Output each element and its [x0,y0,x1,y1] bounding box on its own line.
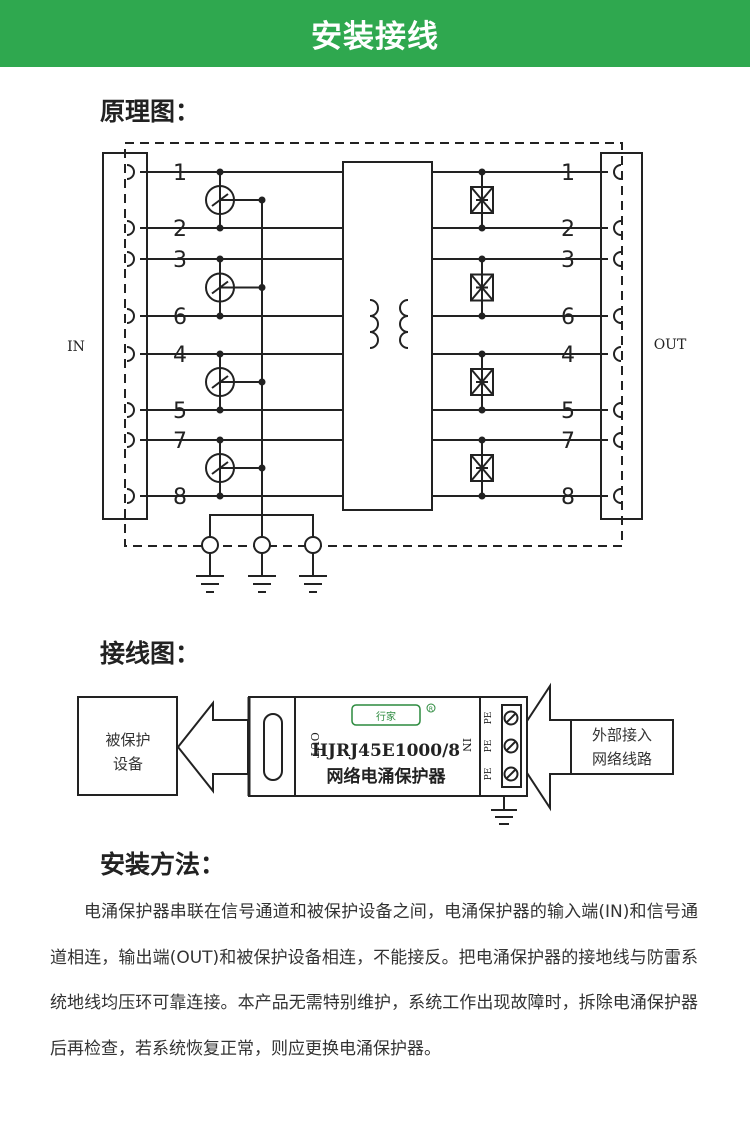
in-jack [126,346,135,362]
out-jack [613,488,622,504]
wiring-title: 接线图： [100,639,201,668]
external-line-box [570,719,674,775]
transformer-box [342,161,433,511]
out-jack [613,432,622,448]
tvs-diode [470,273,494,302]
header-banner: 安装接线 [0,0,750,67]
schematic-in-label: IN [67,339,85,355]
out-jack [613,164,622,180]
header-title: 安装接线 [311,19,439,55]
tvs-diode [470,454,494,482]
pin-label-in: 6 [173,305,187,330]
pe-label: PE [484,740,494,753]
logo-registered-mark: R [429,706,433,713]
ground-terminal [253,536,271,554]
wiring-diagram [77,682,674,825]
pin-label-out: 7 [561,429,575,454]
pe-label: PE [484,768,494,781]
out-jack [613,251,622,267]
pin-label-out: 4 [561,343,575,368]
pin-label-out: 6 [561,305,575,330]
schematic-diagram [102,142,643,547]
pin-label-out: 8 [561,485,575,510]
install-title: 安装方法： [100,850,226,879]
junction-dot [258,284,266,291]
brand-logo [351,704,421,726]
out-connector-block [600,152,643,520]
out-jack [613,220,622,236]
in-jack [126,432,135,448]
junction-dot [258,378,266,386]
schematic-title: 原理图： [100,97,201,126]
device-model: HJRJ45E1000/8 [312,741,460,761]
mounting-slot [263,713,283,781]
pe-label: PE [484,712,494,725]
in-jack [126,488,135,504]
device-name: 网络电涌保护器 [327,766,447,787]
terminal-strip [501,704,522,788]
schematic-lines: 1 1 2 2 3 3 6 6 4 4 5 5 7 7 8 8 [126,161,622,593]
in-connector-block [102,152,148,520]
pin-label-in: 1 [173,161,187,186]
pin-label-out: 3 [561,248,575,273]
external-line-line1: 外部接入 [592,726,652,744]
junction-dot [258,464,266,472]
pin-label-in: 4 [173,343,187,368]
input-arrow [508,682,572,812]
terminal-screw[interactable] [503,766,519,782]
in-jack [126,220,135,236]
device-out-label: OUT [308,732,321,758]
pin-label-out: 5 [561,399,575,424]
protected-device-line1: 被保护 [105,731,150,749]
pin-label-in: 7 [173,429,187,454]
out-jack [613,308,622,324]
junction-dot [258,196,266,204]
pin-label-out: 2 [561,217,575,242]
protected-device-line2: 设备 [113,755,143,773]
pin-label-in: 3 [173,248,187,273]
out-jack [613,402,622,418]
logo-text: 行家 [376,710,396,723]
schematic-out-label: OUT [654,337,687,353]
in-jack [126,164,135,180]
ground-terminal [201,536,219,554]
in-jack [126,402,135,418]
pin-label-in: 5 [173,399,187,424]
output-arrow [176,700,249,794]
terminal-screw[interactable] [503,710,519,726]
install-instructions: 电涌保护器串联在信号通道和被保护设备之间，电涌保护器的输入端(IN)和信号通道相… [50,902,698,1059]
out-jack [613,346,622,362]
tvs-diode [470,186,494,214]
in-jack [126,308,135,324]
coil-left [369,299,379,349]
pin-label-in: 8 [173,485,187,510]
in-jack [126,251,135,267]
coil-right [399,299,409,349]
terminal-screw[interactable] [503,738,519,754]
pin-label-in: 2 [173,217,187,242]
pin-label-out: 1 [561,161,575,186]
device-in-label: IN [460,738,473,752]
protected-device-box [77,696,178,796]
ground-terminal [304,536,322,554]
diagram-canvas: 1 1 2 2 3 3 6 6 4 4 5 5 7 7 8 8 被保护 [67,142,687,825]
external-line-line2: 网络线路 [592,750,652,768]
enclosure-dashed-box [124,142,623,547]
tvs-diode [470,368,494,396]
